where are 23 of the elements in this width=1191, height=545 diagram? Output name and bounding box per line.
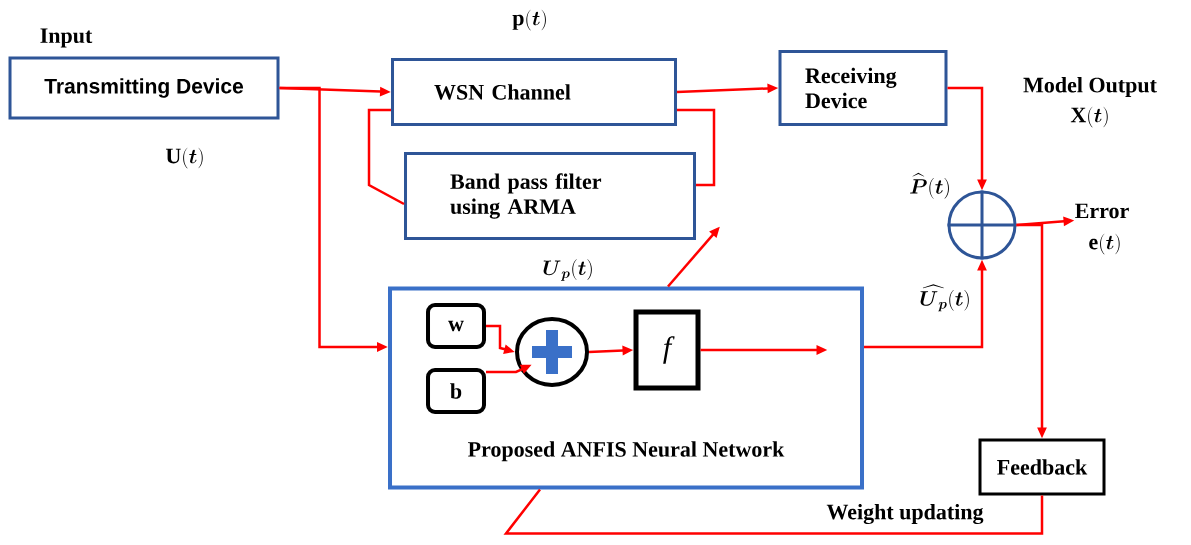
process-box: Receiving Device [778,50,948,126]
signal-label: $\widehat{\boldsymbol{P}}(\boldsymbol{t})$ [910,172,949,199]
function-box: f [633,309,701,391]
connector-line [367,108,405,206]
text-label: Model Output [1023,77,1157,97]
input-box: w [426,303,486,349]
process-box: WSN Channel [391,58,677,126]
signal-label: $\widehat{\boldsymbol{U}_{\boldsymbol{p}}}(\boldsymbol{t})$ [920,284,969,312]
adder-circle [515,317,589,387]
signal-label: $\boldsymbol{U}_{\boldsymbol{p}}(\boldsymbol{t})$ [543,259,592,281]
connector-line [677,108,716,187]
signal-label: $\mathbf{p}(\boldsymbol{t})$ [512,9,546,31]
edge-label: Weight updating [824,501,986,527]
feedback-box: Feedback [978,438,1106,496]
process-box: Band pass filter using ARMA [404,152,696,240]
device-box: Transmitting Device [8,56,280,120]
text-label: Error [1074,201,1130,221]
signal-label: $\mathbf{U}(\boldsymbol{t})$ [165,147,203,169]
text-label: Input [40,28,93,48]
signal-label: $\mathbf{e}(\boldsymbol{t})$ [1089,233,1120,255]
signal-label: $\mathbf{X}(\boldsymbol{t})$ [1070,106,1108,128]
connector-line [503,488,1044,535]
input-box: b [426,368,486,414]
